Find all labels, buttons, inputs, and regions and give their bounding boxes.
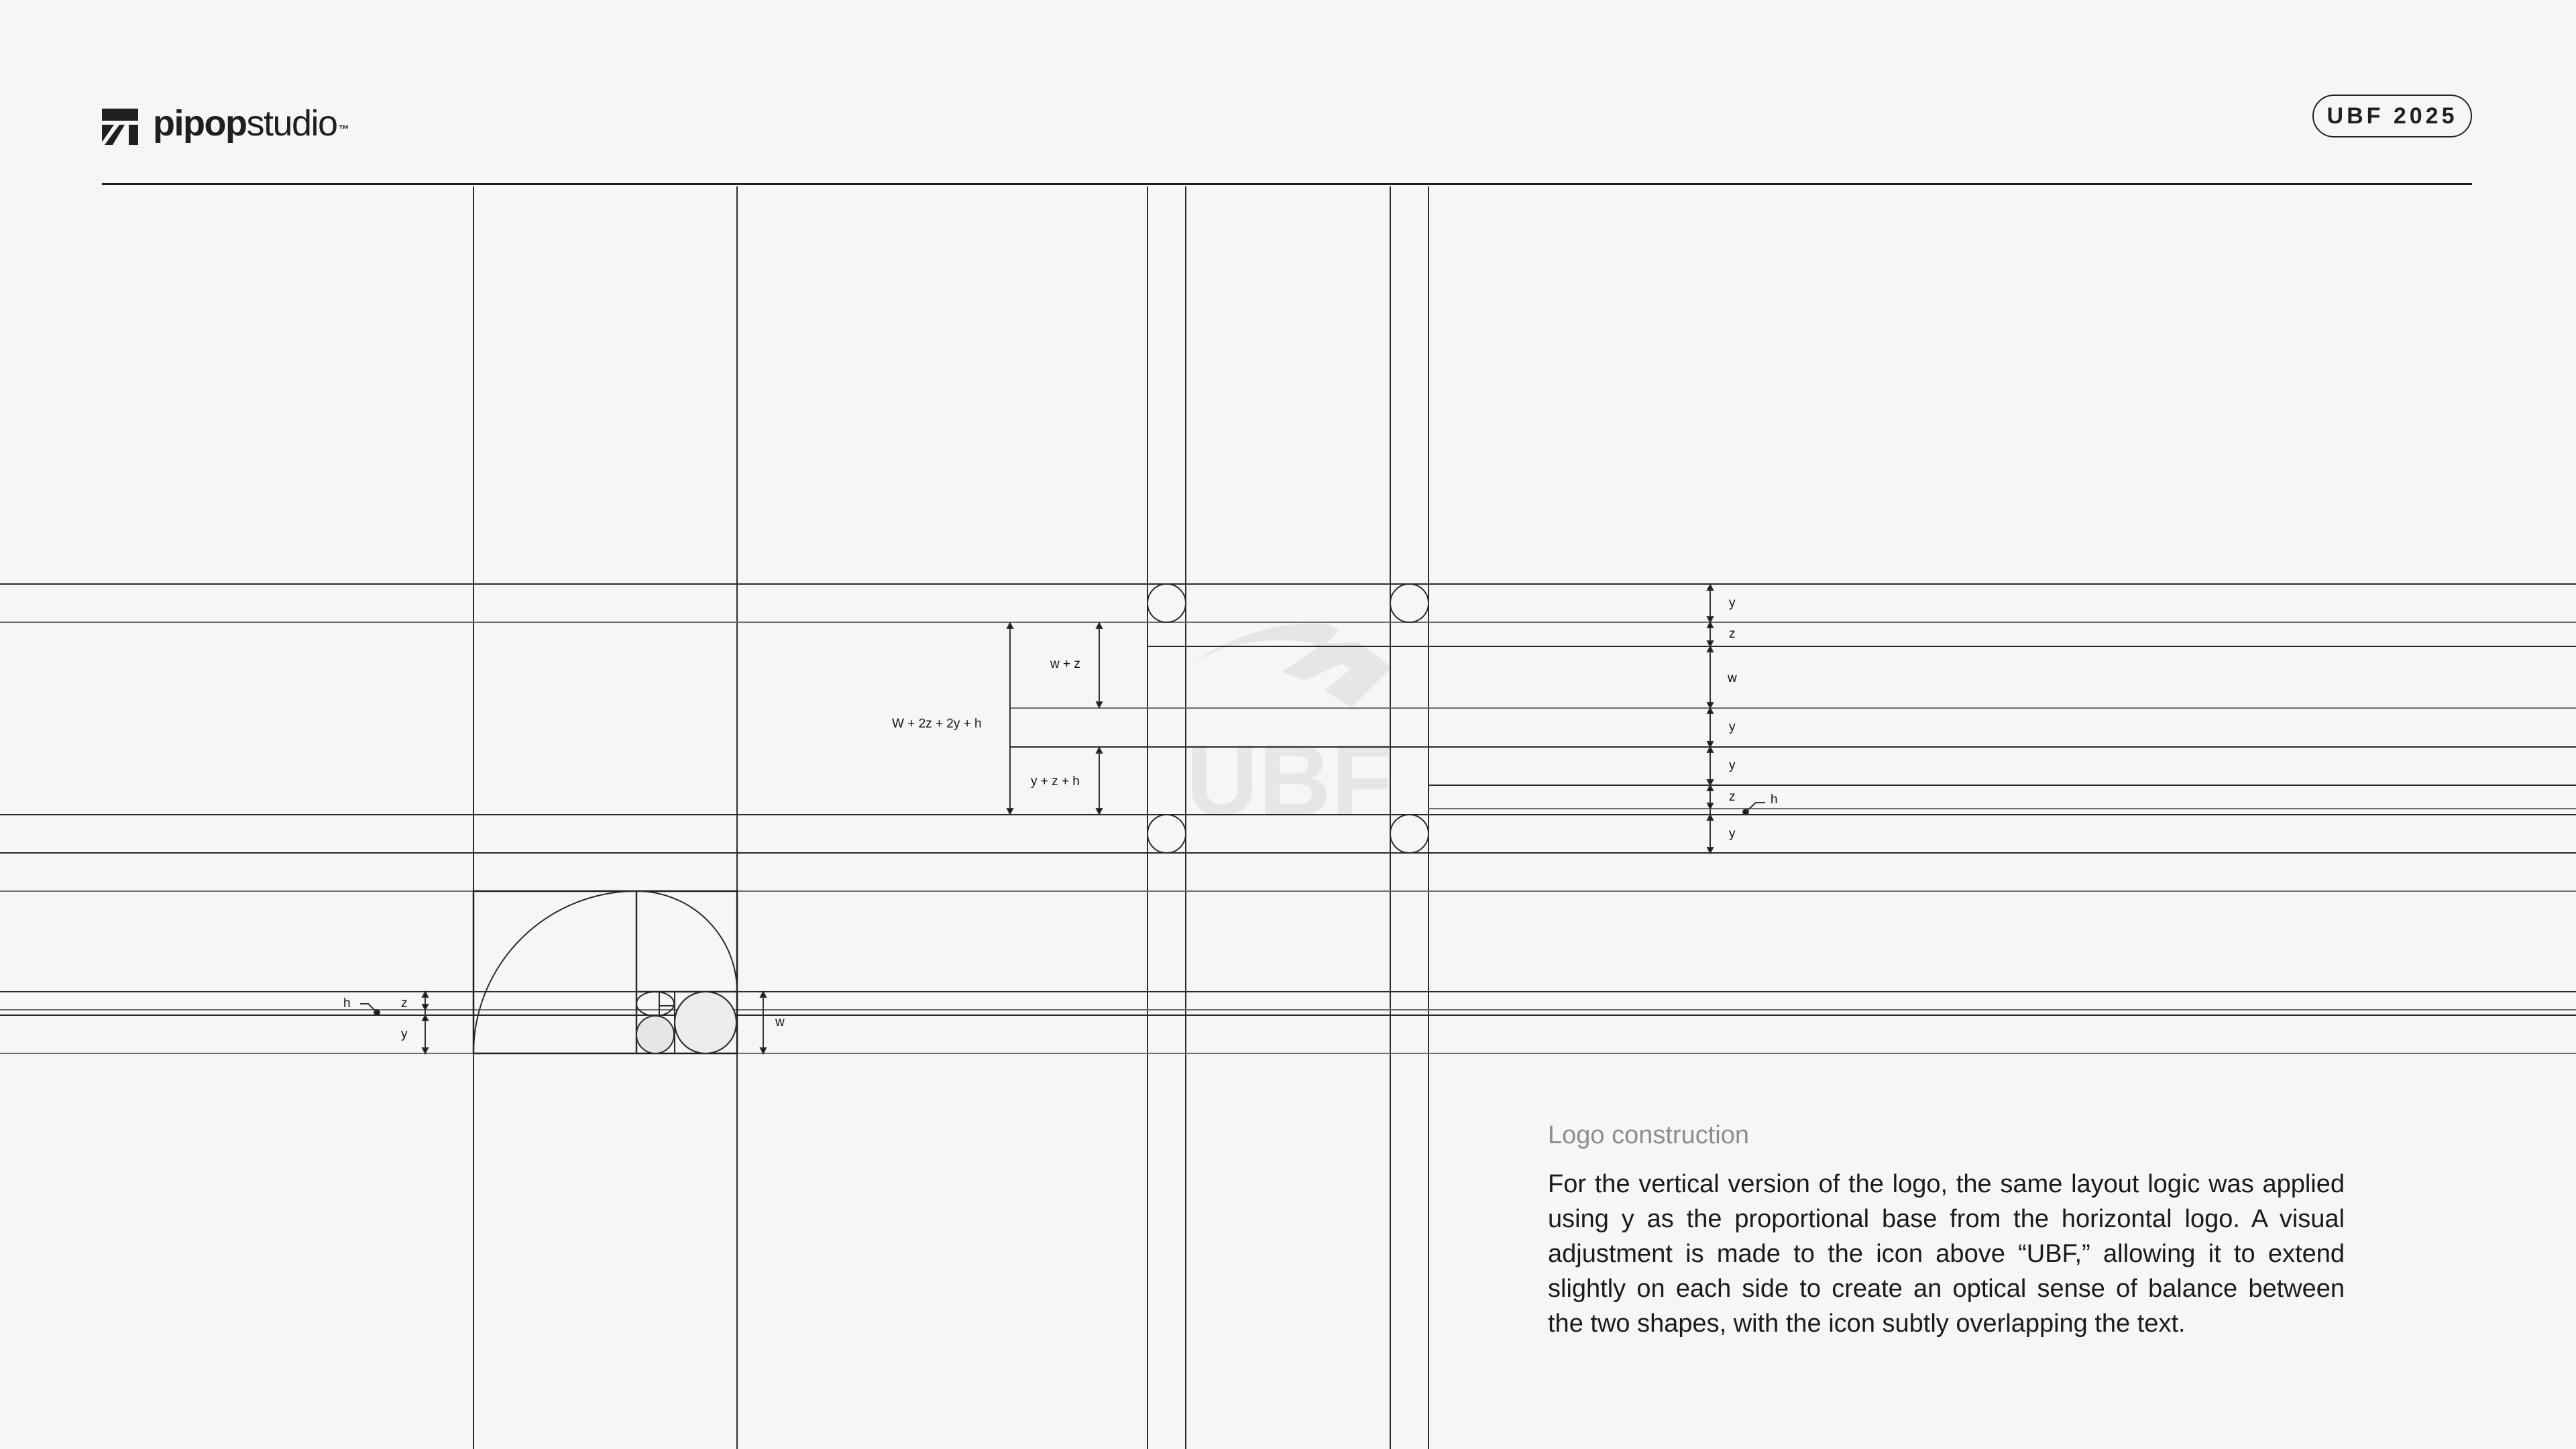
svg-text:y: y xyxy=(1729,720,1736,734)
svg-text:z: z xyxy=(1729,627,1736,641)
ubf-watermark-logo: UBF xyxy=(1184,623,1392,836)
section-body-text: For the vertical version of the logo, th… xyxy=(1548,1170,2345,1338)
project-badge: UBF 2025 xyxy=(2312,95,2472,137)
svg-text:w + z: w + z xyxy=(1050,657,1080,671)
svg-text:y + z + h: y + z + h xyxy=(1031,774,1080,789)
brand-bold: pipop xyxy=(153,103,247,143)
svg-text:UBF: UBF xyxy=(1186,723,1392,836)
svg-text:y: y xyxy=(1729,827,1736,841)
header-divider xyxy=(102,183,2472,185)
svg-text:y: y xyxy=(401,1027,408,1041)
svg-text:z: z xyxy=(401,996,408,1010)
svg-text:z: z xyxy=(1729,790,1736,804)
svg-text:h: h xyxy=(1771,793,1778,807)
svg-text:w: w xyxy=(775,1015,785,1029)
brand-light: studio xyxy=(246,103,338,143)
svg-text:y: y xyxy=(1729,758,1736,772)
trademark: ™ xyxy=(338,124,349,135)
svg-text:W + 2z + 2y + h: W + 2z + 2y + h xyxy=(892,717,982,731)
section-title: Logo construction xyxy=(1548,1121,1749,1149)
svg-text:y: y xyxy=(1729,596,1736,610)
svg-text:w: w xyxy=(1727,671,1737,685)
svg-text:h: h xyxy=(343,996,351,1010)
pipop-logo-icon xyxy=(102,109,138,145)
